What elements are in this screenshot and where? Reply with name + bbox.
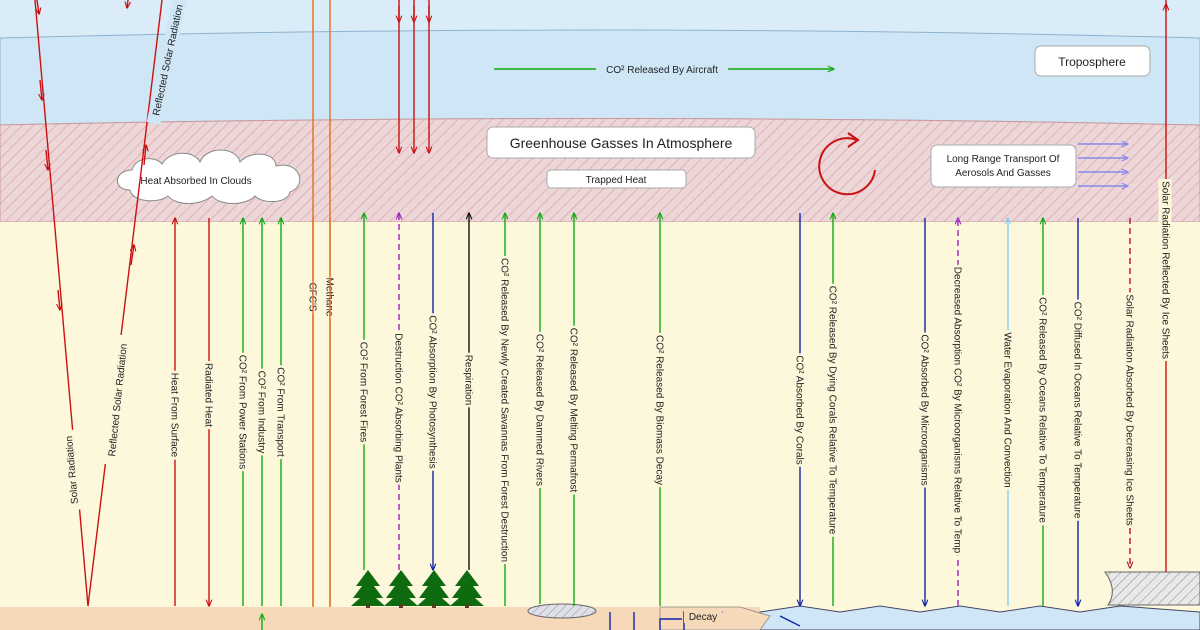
arrow-co2-savannas: CO² Released By Newly Created Savannas F… (497, 213, 511, 606)
label-cfcs: CFC'S (307, 282, 318, 311)
label-co2-biomass: CO² Released By Biomass Decay (654, 335, 665, 485)
tree (351, 570, 385, 608)
arrow-co2-absorbed-corals: CO² Absorbed By Corals (792, 213, 806, 606)
arrow-respiration: Respiration (461, 213, 475, 570)
greenhouse-label: Greenhouse Gasses In Atmosphere (510, 135, 733, 151)
aircraft-co2-arrow: CO² Released By Aircraft (494, 62, 834, 76)
arrow-co2-diffused-oceans: CO² Diffused In Oceans Relative To Tempe… (1070, 218, 1084, 606)
arrow-co2-permafrost: CO² Released By Melting Permafrost (566, 213, 580, 606)
arrow-co2-photosynthesis: CO² Absorption By Photosynthesis (425, 213, 439, 570)
arrow-co2-forest-fires: CO² From Forest Fires (356, 213, 370, 570)
land-surface (0, 607, 760, 630)
label-co2-photosynthesis: CO² Absorption By Photosynthesis (427, 315, 438, 468)
label-co2-microorganisms: CO² Absorbed By Microorganisms (919, 334, 930, 485)
troposphere-label: Troposphere (1058, 55, 1126, 69)
label-respiration: Respiration (463, 355, 474, 406)
cloud: Heat Absorbed In Clouds (117, 149, 301, 204)
label-solar-ice-sheets: Solar Radiation Absorbed By Decreasing I… (1124, 294, 1135, 525)
bottom-details: Decay (262, 609, 801, 630)
label-decreased-absorption: Decreased Absorption CO² By Microorganis… (952, 267, 963, 554)
label-heat-from-surface: Heat From Surface (169, 373, 180, 458)
label-water-evaporation: Water Evaporation And Convection (1002, 332, 1013, 487)
arrow-radiated-heat: Radiated Heat (201, 218, 215, 606)
forest (351, 570, 484, 608)
label-solar-reflected-ice: Solar Radiation Reflected By Ice Sheets (1160, 181, 1171, 359)
arrow-co2-oceans: CO² Released By Oceans Relative To Tempe… (1035, 218, 1049, 606)
arrow-co2-industry: CO² From Industry (254, 218, 268, 606)
label-co2-diffused-oceans: CO² Diffused In Oceans Relative To Tempe… (1072, 302, 1083, 519)
arrow-co2-microorganisms: CO² Absorbed By Microorganisms (917, 218, 931, 606)
gas-lines (312, 0, 331, 607)
trapped-heat-circle (818, 132, 876, 196)
label-co2-dammed-rivers: CO² Released By Dammed Rivers (534, 334, 545, 486)
long-range-box: Long Range Transport Of Aerosols And Gas… (930, 144, 1077, 188)
label-co2-forest-fires: CO² From Forest Fires (358, 342, 369, 443)
dammed-river (527, 603, 597, 619)
ocean-surface (759, 605, 1200, 630)
label-co2-transport: CO² From Transport (275, 367, 286, 457)
label-co2-permafrost: CO² Released By Melting Permafrost (568, 328, 579, 493)
greenhouse-box: Greenhouse Gasses In Atmosphere (486, 126, 756, 159)
arrow-solar-reflected-ice: Solar Radiation Reflected By Ice Sheets (1158, 4, 1172, 572)
arrow-solar-ice-sheets: Solar Radiation Absorbed By Decreasing I… (1122, 218, 1136, 568)
label-co2-dying-corals: CO² Released By Dying Corals Relative To… (827, 286, 838, 535)
label-co2-savannas: CO² Released By Newly Created Savannas F… (499, 258, 510, 562)
arrow-co2-biomass: CO² Released By Biomass Decay (652, 213, 666, 606)
arrow-co2-dying-corals: CO² Released By Dying Corals Relative To… (825, 213, 839, 606)
trapped-heat-label: Trapped Heat (586, 175, 647, 186)
arrow-co2-power-stations: CO² From Power Stations (235, 218, 249, 606)
troposphere-box: Troposphere (1034, 45, 1151, 77)
decay-label: Decay (689, 612, 717, 623)
long-range-line-2: Aerosols And Gasses (955, 168, 1051, 179)
arrow-decreased-absorption: Decreased Absorption CO² By Microorganis… (950, 218, 964, 606)
label-methane: Methane (324, 278, 335, 317)
label-co2-industry: CO² From Industry (256, 371, 267, 454)
arrow-heat-from-surface: Heat From Surface (167, 218, 181, 606)
trapped-heat-box: Trapped Heat (546, 169, 687, 189)
tree (384, 570, 418, 608)
tree (450, 570, 484, 608)
arrow-co2-dammed-rivers: CO² Released By Dammed Rivers (532, 213, 546, 604)
clouds-label: Heat Absorbed In Clouds (140, 176, 251, 187)
tree (417, 570, 451, 608)
label-co2-oceans: CO² Released By Oceans Relative To Tempe… (1037, 297, 1048, 523)
label-radiated-heat: Radiated Heat (203, 363, 214, 427)
label-co2-power-stations: CO² From Power Stations (237, 355, 248, 469)
troposphere-layer (0, 29, 1200, 126)
label-destruction-co2-plants: Destruction CO² Absorbing Plants (393, 333, 404, 483)
ice-sheet (1104, 571, 1200, 606)
arrow-destruction-co2-plants: Destruction CO² Absorbing Plants (391, 213, 405, 570)
aircraft-label: CO² Released By Aircraft (606, 65, 718, 76)
arrow-water-evaporation: Water Evaporation And Convection (1000, 218, 1014, 606)
ground-area (0, 222, 1200, 607)
aerosol-arrows (1078, 144, 1128, 186)
long-range-line-1: Long Range Transport Of (947, 154, 1060, 165)
label-co2-absorbed-corals: CO² Absorbed By Corals (794, 355, 805, 465)
arrow-co2-transport: CO² From Transport (273, 218, 287, 606)
